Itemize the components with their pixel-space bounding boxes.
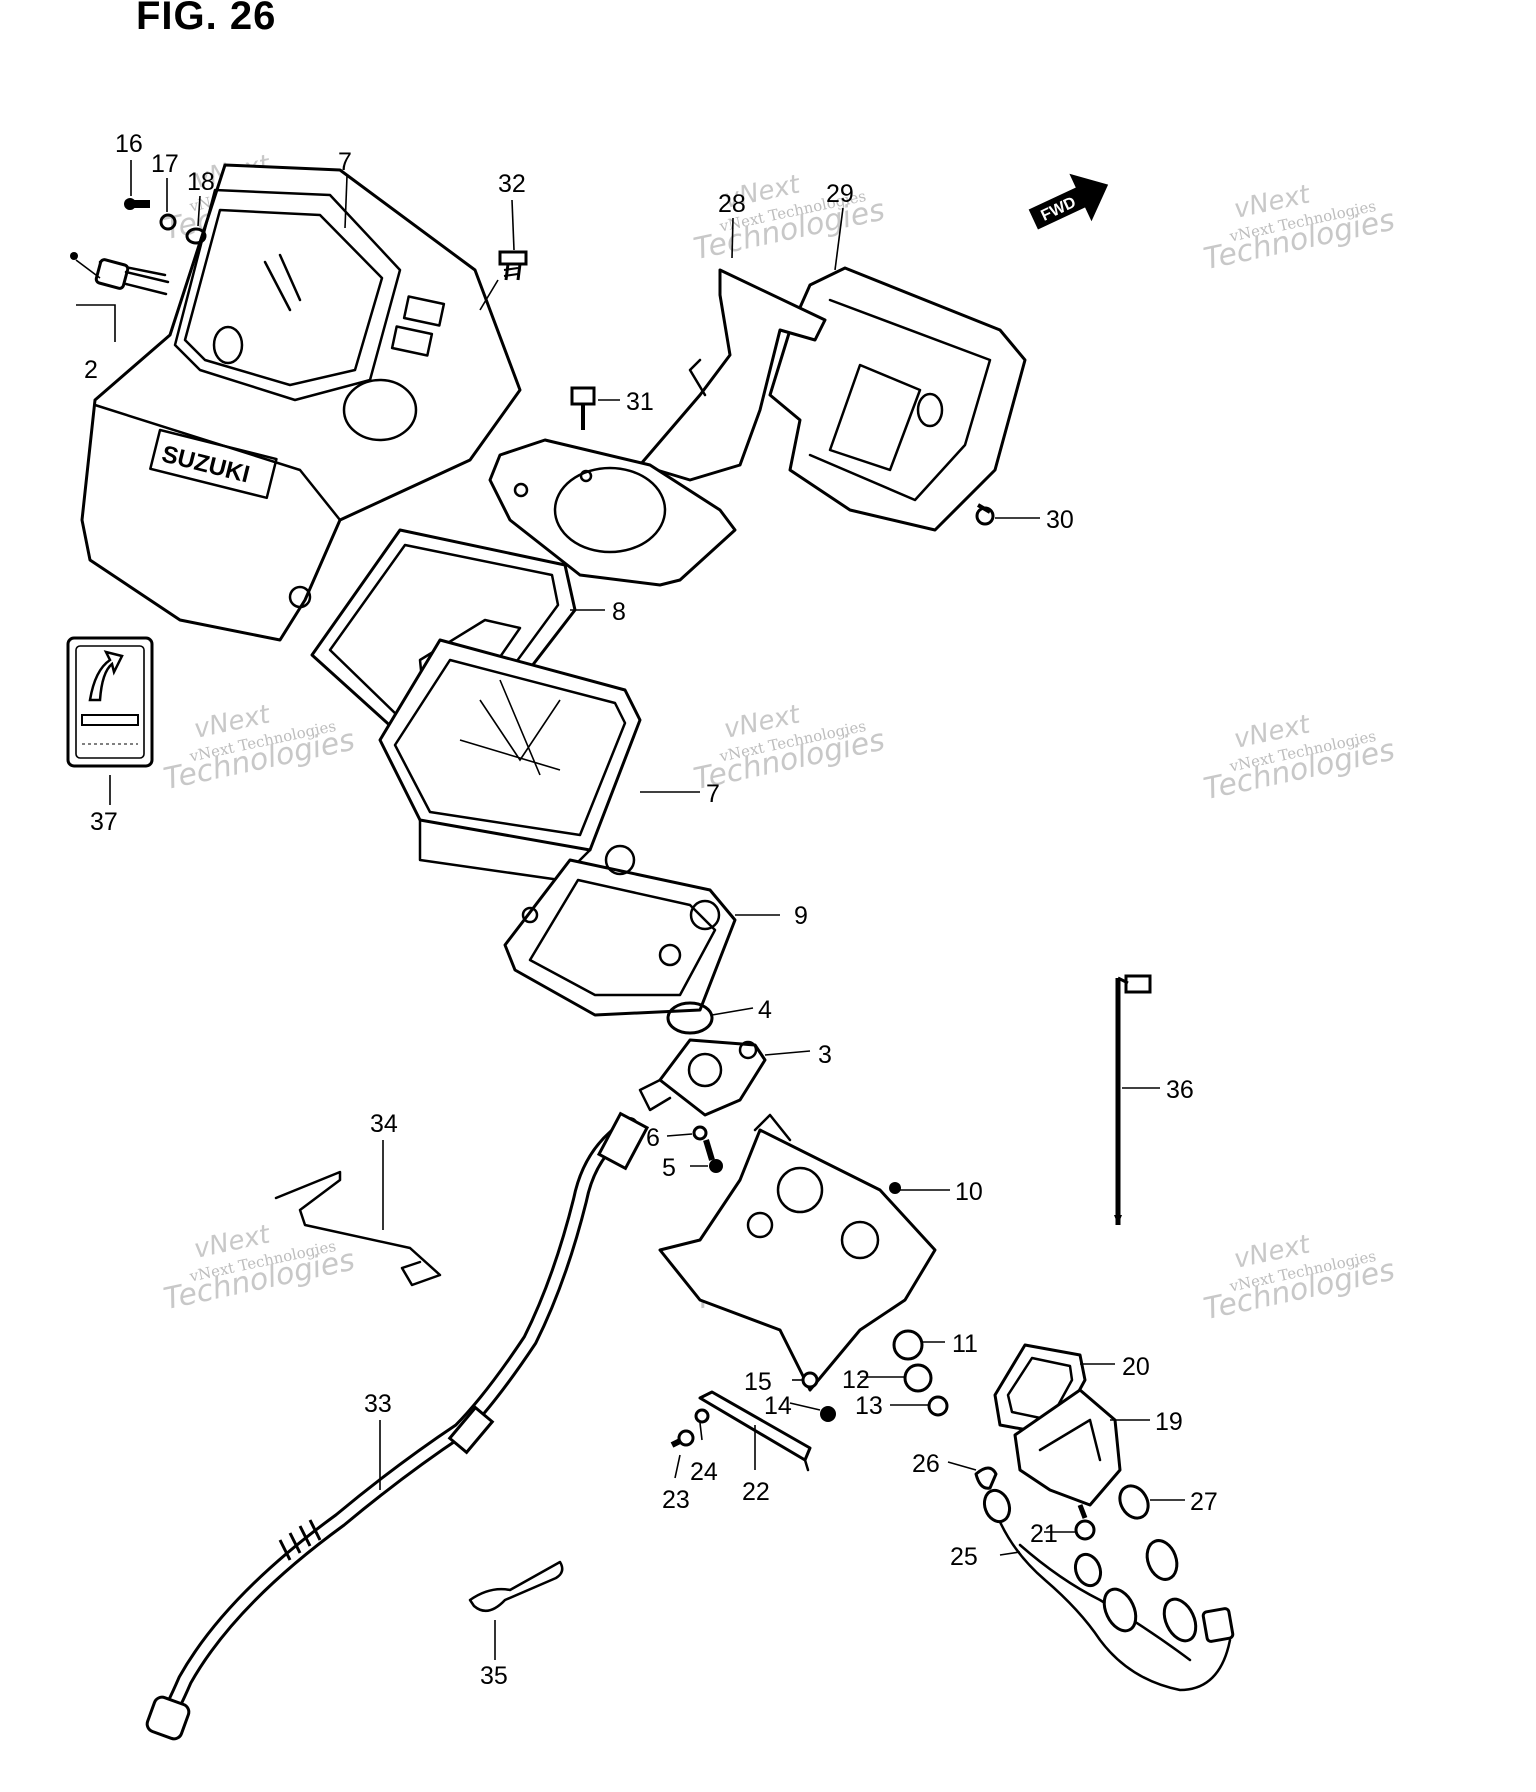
meter-upper-case: SUZUKI — [80, 163, 522, 642]
o-ring-4 — [666, 1001, 714, 1035]
callout-30: 30 — [1046, 506, 1074, 534]
callout-10: 10 — [955, 1178, 983, 1206]
callout-17: 17 — [151, 150, 179, 178]
screw-21 — [1074, 1504, 1096, 1541]
watermark-block: vNext vNext Technologies Technologies — [1201, 1229, 1398, 1327]
callout-4: 4 — [758, 996, 772, 1024]
bolt-14 — [820, 1406, 836, 1422]
callout-11: 11 — [952, 1330, 978, 1358]
screw-23 — [670, 1429, 695, 1448]
cable-tie-36 — [1114, 974, 1152, 1225]
watermark-block: vNext vNext Technologies Technologies — [161, 1219, 358, 1317]
callout-22: 22 — [742, 1478, 770, 1506]
clip-35 — [468, 1560, 564, 1613]
leader-lines — [109, 160, 1185, 1660]
callout-21: 21 — [1030, 1520, 1058, 1548]
meter-lower-body — [378, 638, 642, 882]
callout-6: 6 — [646, 1124, 660, 1152]
washer-24 — [694, 1408, 710, 1424]
bulb-27 — [1118, 1484, 1150, 1520]
meter-cover-29 — [768, 266, 1027, 532]
callout-18: 18 — [187, 168, 215, 196]
watermark-block: vNext vNext Technologies Technologies — [161, 699, 358, 797]
callout-26: 26 — [912, 1450, 940, 1478]
bolt-31 — [570, 386, 596, 430]
screw-30 — [975, 503, 995, 526]
indicator-housing-19 — [1013, 1388, 1122, 1507]
callout-37: 37 — [90, 808, 118, 836]
callout-2: 2 — [84, 356, 98, 384]
speedo-gear-3 — [638, 1038, 767, 1117]
washer-6 — [692, 1125, 708, 1141]
callout-24: 24 — [690, 1458, 718, 1486]
callout-7-lower: 7 — [706, 780, 720, 808]
callout-25: 25 — [950, 1543, 978, 1571]
watermark-block: vNext vNext Technologies Technologies — [1201, 709, 1398, 807]
callout-23: 23 — [662, 1486, 690, 1514]
callout-13: 13 — [855, 1392, 883, 1420]
caution-label-37 — [66, 636, 154, 768]
callout-32: 32 — [498, 170, 526, 198]
watermark-block: vNext vNext Technologies Technologies — [1201, 179, 1398, 277]
callout-33: 33 — [364, 1390, 392, 1418]
meter-lower-bracket — [503, 844, 737, 1017]
screw-16 — [124, 198, 150, 210]
callout-34: 34 — [370, 1110, 398, 1138]
callout-27: 27 — [1190, 1488, 1218, 1516]
callout-8: 8 — [612, 598, 626, 626]
figure-title: FIG. 26 — [136, 0, 277, 38]
callout-16: 16 — [115, 130, 143, 158]
screw-5 — [703, 1139, 723, 1173]
meter-base-plate — [488, 438, 737, 587]
callout-labels: 2 3 4 5 6 7 7 8 9 10 11 12 13 14 15 16 1… — [84, 130, 1218, 1690]
callout-14: 14 — [764, 1392, 792, 1420]
callout-29: 29 — [826, 180, 854, 208]
callout-15: 15 — [744, 1368, 772, 1396]
trip-knob — [70, 252, 170, 342]
nut-11 — [892, 1329, 924, 1361]
callout-28: 28 — [718, 190, 746, 218]
callout-7-upper: 7 — [338, 148, 352, 176]
bulb-26 — [974, 1466, 998, 1490]
screw-32 — [498, 250, 528, 281]
wire-clip-34 — [274, 1170, 442, 1287]
washer-15 — [801, 1371, 819, 1389]
callout-19: 19 — [1155, 1408, 1183, 1436]
meter-bracket-10 — [658, 1113, 937, 1392]
callout-20: 20 — [1122, 1353, 1150, 1381]
cushion-12 — [903, 1363, 933, 1393]
bracket-28 — [638, 268, 827, 482]
callout-36: 36 — [1166, 1076, 1194, 1104]
callout-5: 5 — [662, 1154, 676, 1182]
washer-13 — [927, 1395, 949, 1417]
wiring-harness-25 — [982, 1488, 1235, 1692]
callout-12: 12 — [842, 1366, 870, 1394]
grommet-18 — [185, 227, 207, 245]
callout-9: 9 — [794, 902, 808, 930]
callout-35: 35 — [480, 1662, 508, 1690]
callout-3: 3 — [818, 1041, 832, 1069]
washer-17 — [159, 213, 177, 231]
speedometer-cable-33 — [145, 1111, 650, 1741]
watermark-block: vNext vNext Technologies Technologies — [691, 169, 888, 267]
callout-31: 31 — [626, 388, 654, 416]
fwd-arrow-icon: FWD — [1028, 173, 1109, 230]
